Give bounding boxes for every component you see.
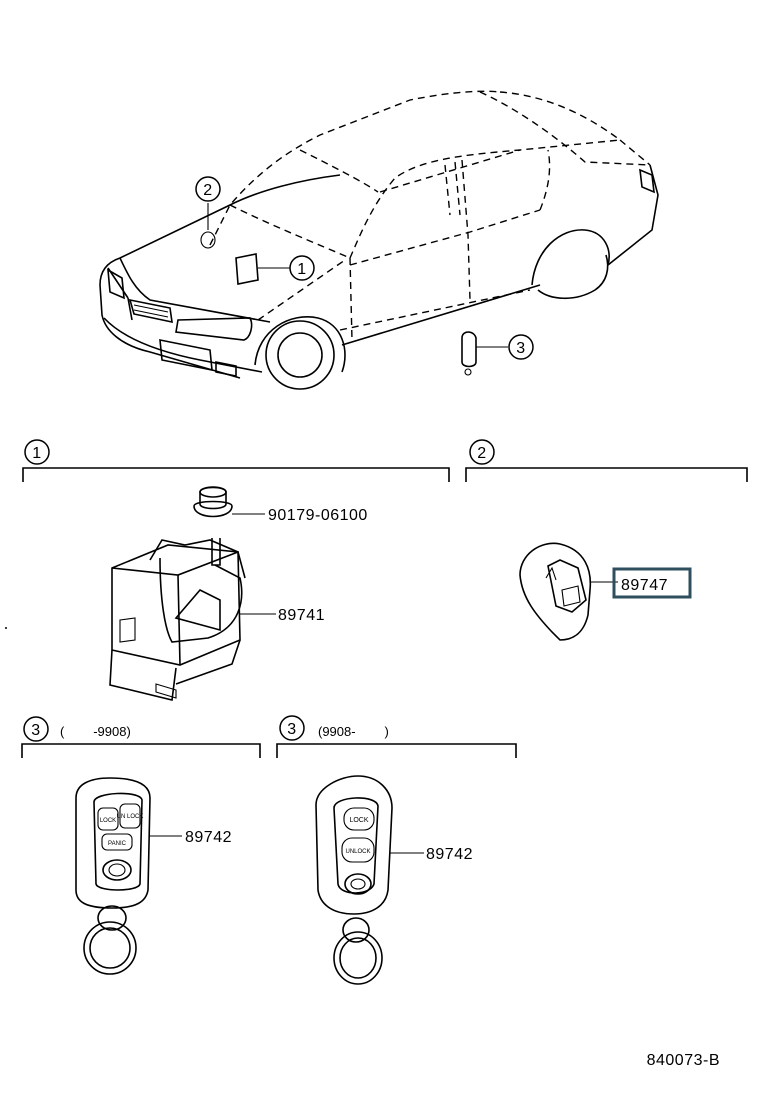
diagram-id: 840073-B	[647, 1052, 720, 1069]
fob-old-panic-label: PANIC	[108, 841, 127, 847]
group-3a-range: ( -9908)	[60, 724, 131, 739]
callout-2: 2	[195, 176, 221, 202]
callout-2-label: 2	[203, 182, 212, 199]
fob-old-unlock-label: UN LOCK	[117, 814, 144, 820]
group-1-label: 1	[32, 445, 41, 462]
group-3a-header: 3 ( -9908)	[21, 716, 261, 758]
group-3b-label: 3	[287, 721, 296, 738]
part-number-ecu[interactable]: 89741	[278, 607, 325, 624]
stray-dot	[5, 627, 7, 629]
bolt-part: 90179-06100	[193, 486, 368, 524]
fob-old-lock-label: LOCK	[100, 818, 116, 824]
ecu-part: 89741	[109, 538, 325, 701]
callout-1-label: 1	[297, 261, 306, 278]
fob-old: LOCK UN LOCK PANIC 89742	[75, 777, 232, 975]
callout-3-label: 3	[516, 340, 525, 357]
part-number-sensor[interactable]: 89747	[621, 577, 668, 594]
sensor-part: 89747	[519, 542, 692, 641]
group-3a-label: 3	[31, 722, 40, 739]
car-overview	[99, 90, 659, 390]
callout-1: 1	[289, 255, 315, 281]
fob-new-unlock-label: UNLOCK	[345, 849, 370, 855]
part-number-bolt[interactable]: 90179-06100	[268, 507, 368, 524]
part-number-fob-old[interactable]: 89742	[185, 829, 232, 846]
group-3b-header: 3 (9908- )	[276, 715, 517, 758]
fob-new: LOCK UNLOCK 89742	[315, 775, 473, 985]
group-2-header: 2	[465, 439, 748, 482]
selected-part-highlight	[612, 567, 692, 599]
group-2-label: 2	[477, 445, 486, 462]
callout-3: 3	[508, 334, 534, 360]
fob-new-lock-label: LOCK	[349, 817, 368, 824]
group-3b-range: (9908- )	[318, 724, 389, 739]
group-1-header: 1	[22, 439, 450, 482]
part-number-fob-new[interactable]: 89742	[426, 846, 473, 863]
